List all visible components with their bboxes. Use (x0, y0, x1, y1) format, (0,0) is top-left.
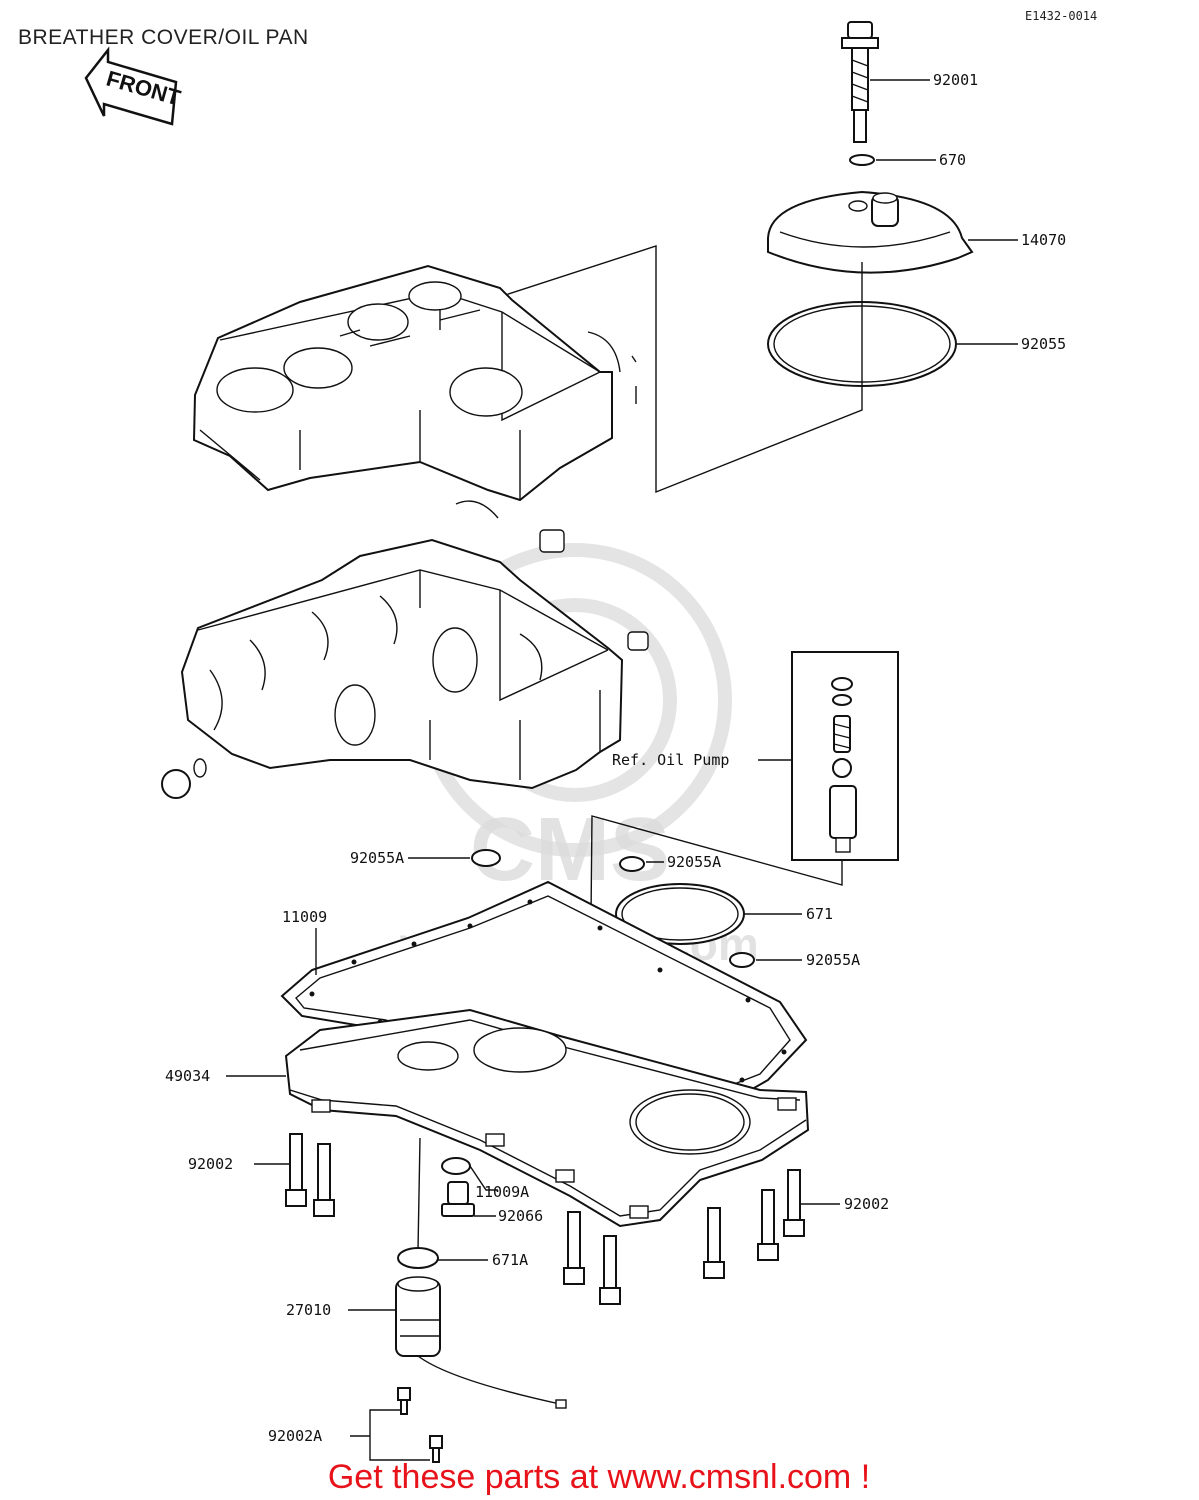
plug-92066[interactable] (441, 1181, 475, 1217)
diagram-title: BREATHER COVER/OIL PAN (18, 26, 309, 49)
washer-11009a[interactable] (441, 1157, 471, 1175)
label-671: 671 (806, 905, 833, 923)
label-92055a-mid: 92055A (667, 853, 721, 871)
label-14070: 14070 (1021, 231, 1066, 249)
breather-cover-14070[interactable] (767, 190, 974, 274)
washer-92055a-mid[interactable] (619, 856, 645, 872)
washer-92055a-right[interactable] (729, 952, 755, 968)
svg-text:CMS: CMS (470, 800, 670, 900)
screws-92002a[interactable] (397, 1387, 443, 1463)
label-ref-oil-pump: Ref. Oil Pump (612, 751, 729, 769)
label-92002-left: 92002 (188, 1155, 233, 1173)
label-92055a-right: 92055A (806, 951, 860, 969)
bolts-92002-right[interactable] (563, 1169, 805, 1305)
oil-level-switch-27010[interactable] (395, 1276, 567, 1409)
bolt-92001[interactable] (841, 21, 879, 143)
label-92055a-left: 92055A (350, 849, 404, 867)
label-11009a: 11009A (475, 1183, 529, 1201)
label-49034: 49034 (165, 1067, 210, 1085)
label-92055: 92055 (1021, 335, 1066, 353)
upper-crankcase (192, 264, 637, 519)
alignment-line-cover (489, 245, 863, 494)
label-11009: 11009 (282, 908, 327, 926)
alignment-line-sensor (417, 1137, 421, 1251)
front-arrow-icon: FRONT (84, 46, 184, 126)
plug-upper[interactable] (539, 529, 565, 553)
bolts-92002-left[interactable] (285, 1133, 335, 1217)
oil-pump-reference-box (791, 651, 899, 861)
label-671a: 671A (492, 1251, 528, 1269)
label-27010: 27010 (286, 1301, 331, 1319)
oil-pan-49034[interactable] (284, 1008, 810, 1228)
drain-plug[interactable] (161, 769, 191, 799)
leader-11009a (469, 1165, 498, 1191)
footer-cta-link[interactable]: Get these parts at www.cmsnl.com ! (328, 1458, 870, 1496)
lower-crankcase (161, 529, 649, 799)
washer-670[interactable] (849, 154, 875, 166)
label-92002-right: 92002 (844, 1195, 889, 1213)
washer-92055a-left[interactable] (471, 849, 501, 867)
plug-side[interactable] (627, 631, 649, 651)
label-670: 670 (939, 151, 966, 169)
diagram-code: E1432-0014 (1025, 9, 1097, 23)
label-92066: 92066 (498, 1207, 543, 1225)
label-92001: 92001 (933, 71, 978, 89)
bracket-92002a (369, 1409, 430, 1461)
label-92002a: 92002A (268, 1427, 322, 1445)
o-ring-671a[interactable] (397, 1247, 439, 1269)
